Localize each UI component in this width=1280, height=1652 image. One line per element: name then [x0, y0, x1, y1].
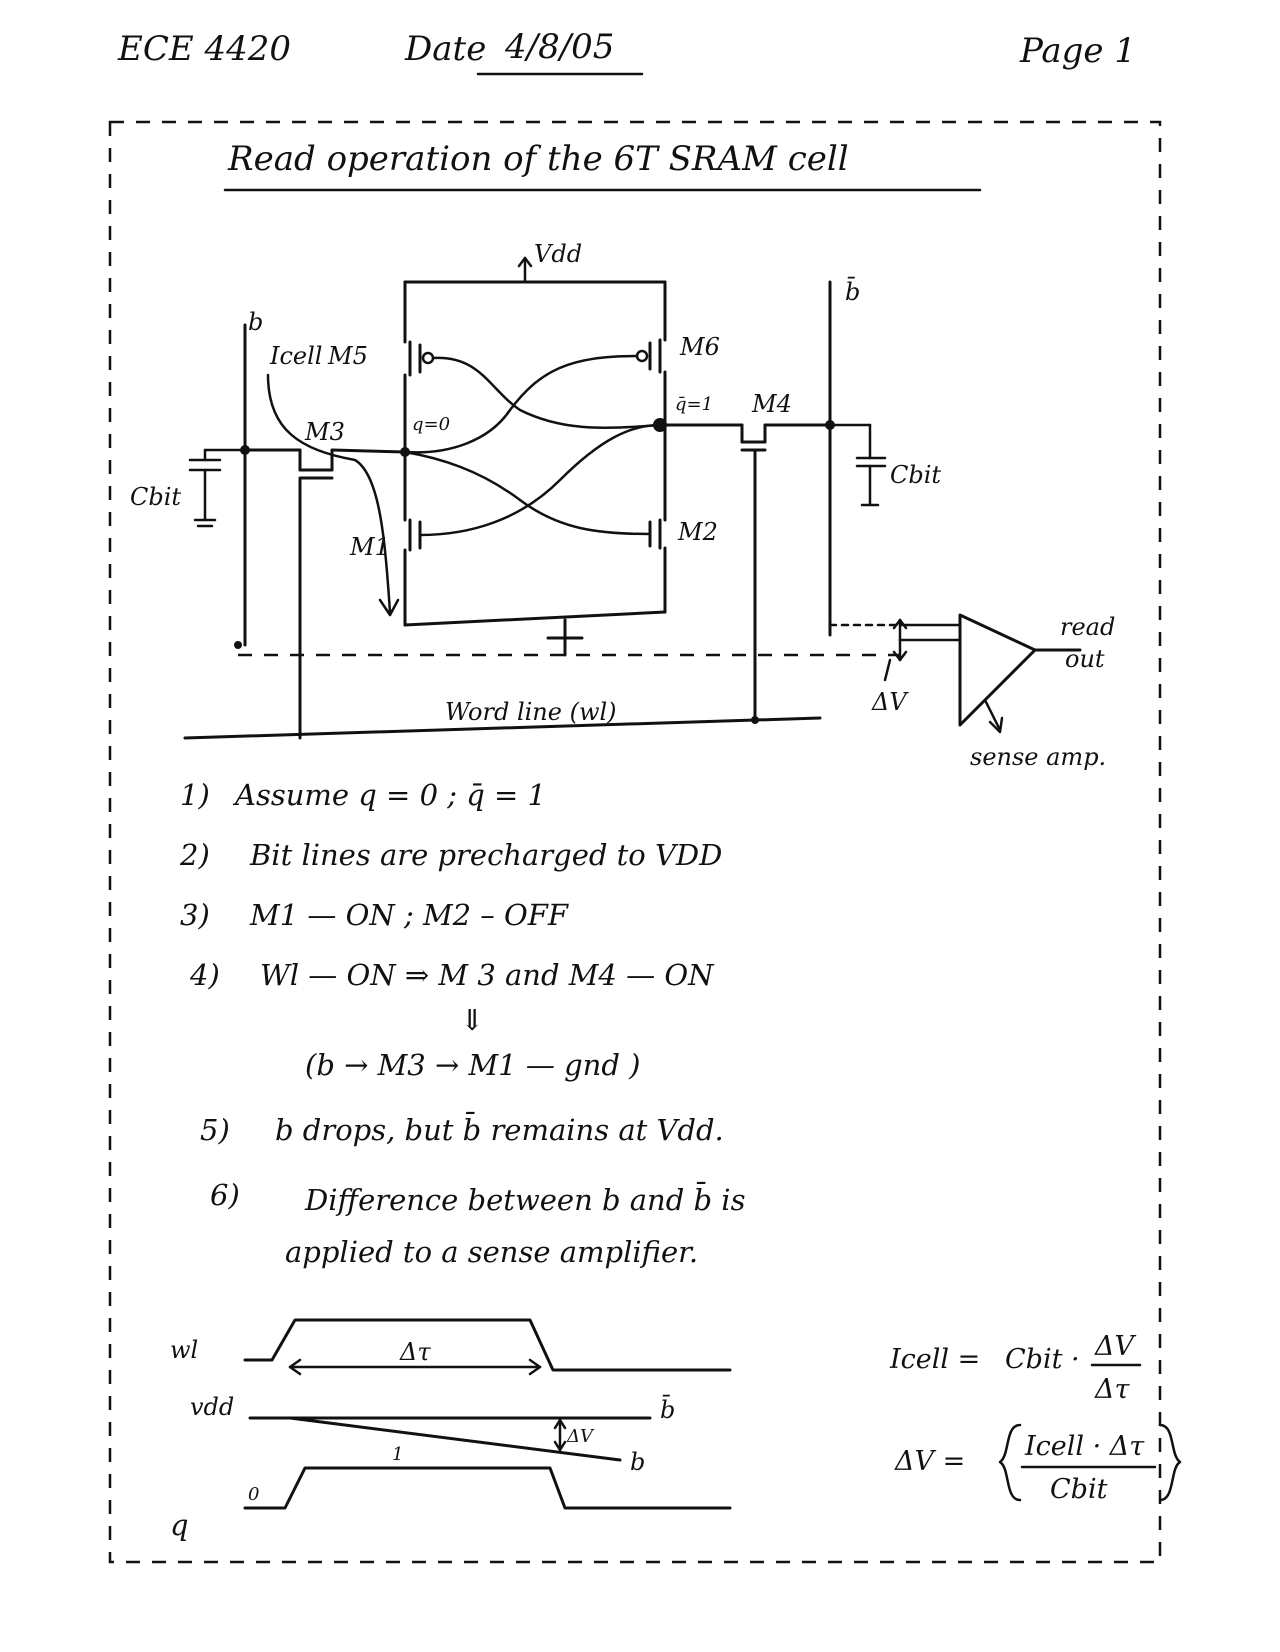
note-3-num: 3)	[180, 898, 210, 932]
dashed-border	[108, 120, 1162, 1564]
m3-label: M3	[304, 418, 345, 446]
eq1-rhs: Cbit ·	[1005, 1344, 1080, 1375]
equations: Icell = Cbit · ΔV Δτ ΔV = Icell · Δτ Cbi…	[889, 1331, 1182, 1505]
timing-diagram: wl Δτ vdd b̄ b ΔV q 0 1	[170, 1318, 732, 1542]
sense-amp-label: sense amp.	[970, 743, 1106, 771]
eq1-numerator: ΔV	[1094, 1331, 1136, 1362]
timing-vdd-label: vdd	[190, 1393, 234, 1421]
page-title: Read operation of the 6T SRAM cell	[227, 139, 849, 179]
cbit-right-label: Cbit	[890, 461, 941, 489]
course-label: ECE 4420	[117, 29, 291, 69]
note-3-text: M1 — ON ; M2 – OFF	[249, 898, 569, 932]
read-out-text-2: out	[1065, 645, 1105, 673]
note-2-num: 2)	[179, 838, 210, 872]
timing-bbar-label: b̄	[660, 1395, 675, 1424]
page-label: Page 1	[1019, 31, 1136, 71]
note-6b-text: applied to a sense amplifier.	[285, 1235, 698, 1269]
m2-label: M2	[677, 518, 718, 546]
eq1-denominator: Δτ	[1094, 1374, 1130, 1405]
icell-label: Icell	[269, 342, 322, 370]
sram-circuit: Vdd M5 M1 M6 M2	[130, 240, 1123, 771]
eq2-lhs: ΔV =	[894, 1446, 965, 1477]
timing-b-label: b	[630, 1448, 645, 1476]
note-4b-text: (b → M3 → M1 — gnd )	[305, 1048, 640, 1082]
notes-list: 1) Assume q = 0 ; q̄ = 1 2) Bit lines ar…	[179, 778, 745, 1269]
eq2-numerator: Icell · Δτ	[1024, 1431, 1145, 1462]
note-1-num: 1)	[180, 778, 210, 812]
timing-dt-label: Δτ	[399, 1338, 431, 1366]
note-5-num: 5)	[200, 1113, 230, 1147]
timing-one-label: 1	[392, 1444, 403, 1465]
word-line-label: Word line (wl)	[445, 698, 617, 726]
m6-label: M6	[679, 333, 720, 361]
cbit-left-label: Cbit	[130, 483, 181, 511]
delta-v-label: ΔV	[871, 688, 909, 716]
date-label: Date	[404, 29, 486, 69]
vdd-label: Vdd	[534, 240, 582, 268]
m4-label: M4	[751, 390, 792, 418]
implies-arrow: ⇓	[460, 1003, 484, 1037]
m5-label: M5	[327, 342, 368, 370]
note-4-num: 4)	[189, 958, 220, 992]
read-out-label: read out	[1060, 613, 1123, 673]
timing-zero-label: 0	[248, 1484, 259, 1505]
note-4-text: Wl — ON ⇒ M 3 and M4 — ON	[260, 958, 715, 992]
timing-dv-label: ΔV	[566, 1426, 595, 1447]
read-out-text: read	[1060, 613, 1115, 641]
q-node-label: q=0	[412, 414, 450, 435]
bit-line-bbar-label: b̄	[845, 277, 860, 306]
timing-wl-label: wl	[170, 1336, 198, 1364]
note-2-text: Bit lines are precharged to VDD	[249, 838, 722, 872]
timing-q-label: q	[170, 1508, 189, 1542]
eq1-lhs: Icell =	[889, 1344, 980, 1375]
date-value: 4/8/05	[504, 27, 614, 67]
note-5-text: b drops, but b̄ remains at Vdd.	[275, 1111, 724, 1147]
note-6-text: Difference between b and b̄ is	[304, 1181, 745, 1217]
note-1-text: Assume q = 0 ; q̄ = 1	[232, 778, 546, 812]
eq2-denominator: Cbit	[1050, 1474, 1108, 1505]
bit-line-b-label: b	[248, 308, 263, 336]
qbar-node-label: q̄=1	[675, 394, 713, 415]
note-6-num: 6)	[210, 1178, 240, 1212]
